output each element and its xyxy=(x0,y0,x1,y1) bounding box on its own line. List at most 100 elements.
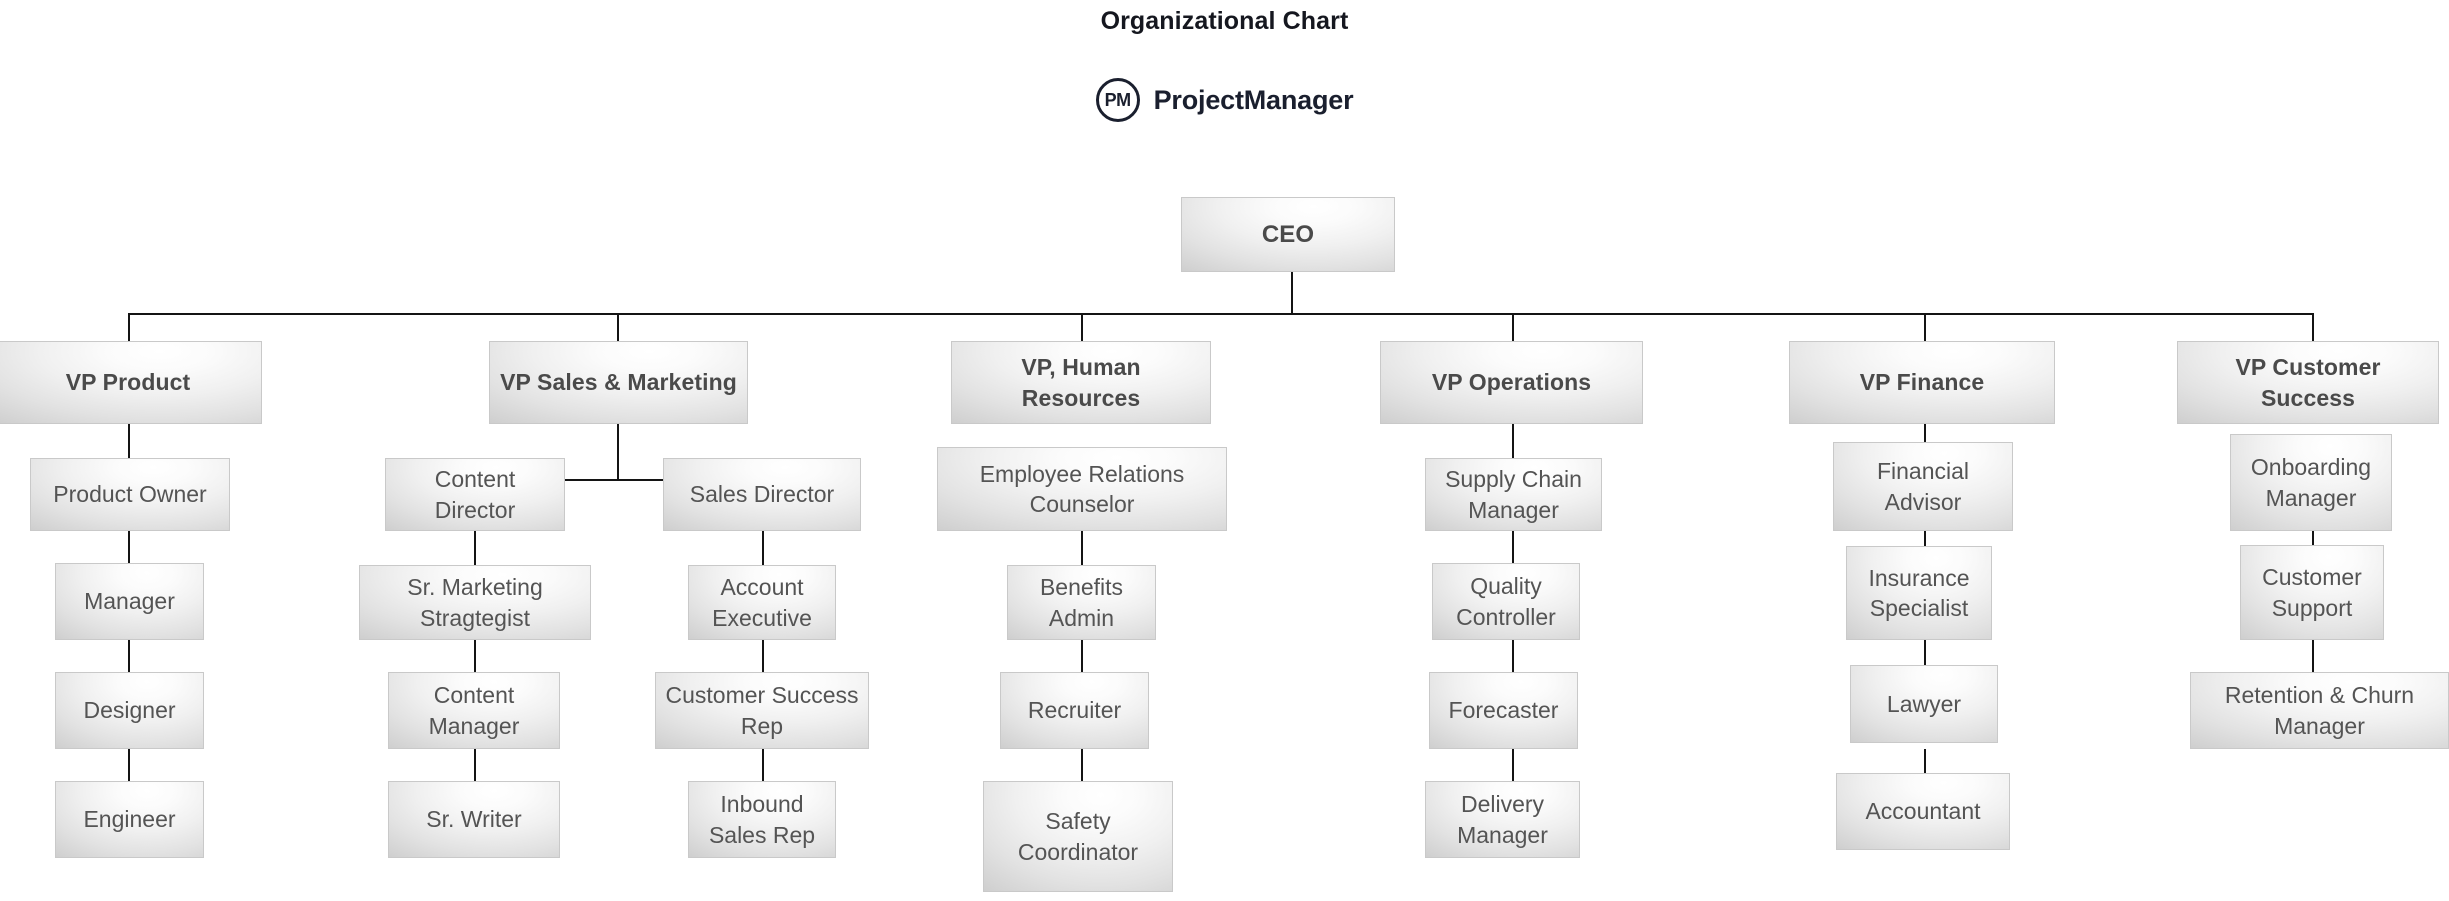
connector-product-owner-to-manager xyxy=(128,531,130,563)
brand-name: ProjectManager xyxy=(1153,84,1354,115)
node-label: Financial Advisor xyxy=(1876,458,1970,515)
node-label: Sales Director xyxy=(689,481,835,508)
connector-recruiter-to-safety-coordinator xyxy=(1081,749,1083,781)
node-lawyer[interactable]: Lawyer xyxy=(1850,665,1998,743)
node-manager[interactable]: Manager xyxy=(55,563,204,640)
node-label: Employee Relations Counselor xyxy=(979,460,1185,517)
node-label: CEO xyxy=(1261,220,1315,248)
node-label: Content Manager xyxy=(428,682,520,739)
connector-sr-marketing-to-content-manager xyxy=(474,640,476,672)
node-sr-writer[interactable]: Sr. Writer xyxy=(388,781,560,858)
node-content-director[interactable]: Content Director xyxy=(385,458,565,531)
node-insurance-specialist[interactable]: Insurance Specialist xyxy=(1846,546,1992,640)
node-label: Lawyer xyxy=(1886,690,1962,717)
node-label: Onboarding Manager xyxy=(2250,454,2372,511)
connector-account-exec-to-cs-rep xyxy=(762,640,764,672)
node-label: Benefits Admin xyxy=(1039,574,1124,631)
node-sr-marketing-strategist[interactable]: Sr. Marketing Stragtegist xyxy=(359,565,591,640)
node-customer-support[interactable]: Customer Support xyxy=(2240,545,2384,640)
connector-drop-vp-ops xyxy=(1512,313,1514,341)
node-label: Insurance Specialist xyxy=(1868,564,1970,621)
connector-lawyer-to-accountant xyxy=(1924,749,1926,781)
node-recruiter[interactable]: Recruiter xyxy=(1000,672,1149,749)
connector-ceo-bus xyxy=(128,313,2313,315)
node-forecaster[interactable]: Forecaster xyxy=(1429,672,1578,749)
connector-content-director-to-sr-marketing xyxy=(474,531,476,565)
node-ceo[interactable]: CEO xyxy=(1181,197,1395,272)
node-label: Accountant xyxy=(1865,798,1981,825)
node-label: Account Executive xyxy=(712,574,812,631)
node-label: Recruiter xyxy=(1027,697,1122,724)
projectmanager-logo-icon: PM xyxy=(1095,78,1140,122)
node-product-owner[interactable]: Product Owner xyxy=(30,458,230,531)
node-label: Customer Support xyxy=(2262,564,2362,621)
node-label: Engineer xyxy=(83,806,176,833)
connector-sales-split-bus xyxy=(474,479,762,481)
node-delivery-manager[interactable]: Delivery Manager xyxy=(1425,781,1580,858)
node-label: Delivery Manager xyxy=(1457,791,1548,848)
connector-vp-sales-stem xyxy=(617,424,619,480)
node-label: Manager xyxy=(84,588,175,615)
node-label: VP, Human Resources xyxy=(1021,354,1141,411)
node-label: Quality Controller xyxy=(1456,573,1556,630)
node-employee-relations-counselor[interactable]: Employee Relations Counselor xyxy=(937,447,1227,531)
node-label: VP Sales & Marketing xyxy=(500,369,737,396)
node-label: VP Finance xyxy=(1859,369,1985,396)
node-engineer[interactable]: Engineer xyxy=(55,781,204,858)
node-customer-success-rep[interactable]: Customer Success Rep xyxy=(655,672,869,749)
connector-cs-rep-to-inbound-rep xyxy=(762,749,764,781)
node-label: VP Product xyxy=(65,369,191,396)
connector-drop-vp-cs xyxy=(2312,313,2314,341)
connector-insurance-specialist-to-lawyer xyxy=(1924,640,1926,672)
connector-supply-chain-to-quality-controller xyxy=(1512,531,1514,563)
connector-manager-to-designer xyxy=(128,640,130,672)
node-financial-advisor[interactable]: Financial Advisor xyxy=(1833,442,2013,531)
node-label: VP Operations xyxy=(1431,369,1592,396)
connector-forecaster-to-delivery-manager xyxy=(1512,749,1514,781)
connector-drop-vp-finance xyxy=(1924,313,1926,341)
connector-ceo-stem xyxy=(1291,272,1293,314)
node-vp-sales-marketing[interactable]: VP Sales & Marketing xyxy=(489,341,748,424)
node-label: Sr. Marketing Stragtegist xyxy=(407,574,543,631)
node-content-manager[interactable]: Content Manager xyxy=(388,672,560,749)
node-label: Forecaster xyxy=(1448,697,1559,724)
node-account-executive[interactable]: Account Executive xyxy=(688,565,836,640)
connector-quality-controller-to-forecaster xyxy=(1512,640,1514,672)
node-label: Designer xyxy=(83,697,176,724)
node-inbound-sales-rep[interactable]: Inbound Sales Rep xyxy=(688,781,836,858)
node-safety-coordinator[interactable]: Safety Coordinator xyxy=(983,781,1173,892)
connector-sales-director-to-account-exec xyxy=(762,531,764,565)
node-accountant[interactable]: Accountant xyxy=(1836,773,2010,850)
node-designer[interactable]: Designer xyxy=(55,672,204,749)
connector-er-counselor-to-benefits-admin xyxy=(1081,531,1083,565)
connector-vp-ops-to-supply-chain xyxy=(1512,424,1514,458)
node-supply-chain-manager[interactable]: Supply Chain Manager xyxy=(1425,458,1602,531)
node-vp-product[interactable]: VP Product xyxy=(0,341,262,424)
node-onboarding-manager[interactable]: Onboarding Manager xyxy=(2230,434,2392,531)
node-label: Content Director xyxy=(434,466,516,523)
node-label: Retention & Churn Manager xyxy=(2224,682,2415,739)
node-vp-operations[interactable]: VP Operations xyxy=(1380,341,1643,424)
node-vp-finance[interactable]: VP Finance xyxy=(1789,341,2055,424)
connector-vp-finance-to-financial-advisor xyxy=(1924,424,1926,458)
connector-content-manager-to-sr-writer xyxy=(474,749,476,781)
connector-benefits-admin-to-recruiter xyxy=(1081,640,1083,672)
node-sales-director[interactable]: Sales Director xyxy=(663,458,861,531)
connector-customer-support-to-retention-manager xyxy=(2312,640,2314,672)
node-retention-churn-manager[interactable]: Retention & Churn Manager xyxy=(2190,672,2449,749)
node-label: Inbound Sales Rep xyxy=(708,791,816,848)
connector-vp-product-to-product-owner xyxy=(128,424,130,458)
node-vp-human-resources[interactable]: VP, Human Resources xyxy=(951,341,1211,424)
node-vp-customer-success[interactable]: VP Customer Success xyxy=(2177,341,2439,424)
brand-logo: PM ProjectManager xyxy=(0,78,2449,122)
node-label: Customer Success Rep xyxy=(665,682,859,739)
page-title: Organizational Chart xyxy=(1100,7,1349,35)
node-benefits-admin[interactable]: Benefits Admin xyxy=(1007,565,1156,640)
connector-designer-to-engineer xyxy=(128,749,130,781)
node-quality-controller[interactable]: Quality Controller xyxy=(1432,563,1580,640)
connector-drop-vp-product xyxy=(128,313,130,341)
node-label: VP Customer Success xyxy=(2235,354,2381,411)
node-label: Supply Chain Manager xyxy=(1445,466,1582,523)
node-label: Safety Coordinator xyxy=(1017,808,1139,865)
